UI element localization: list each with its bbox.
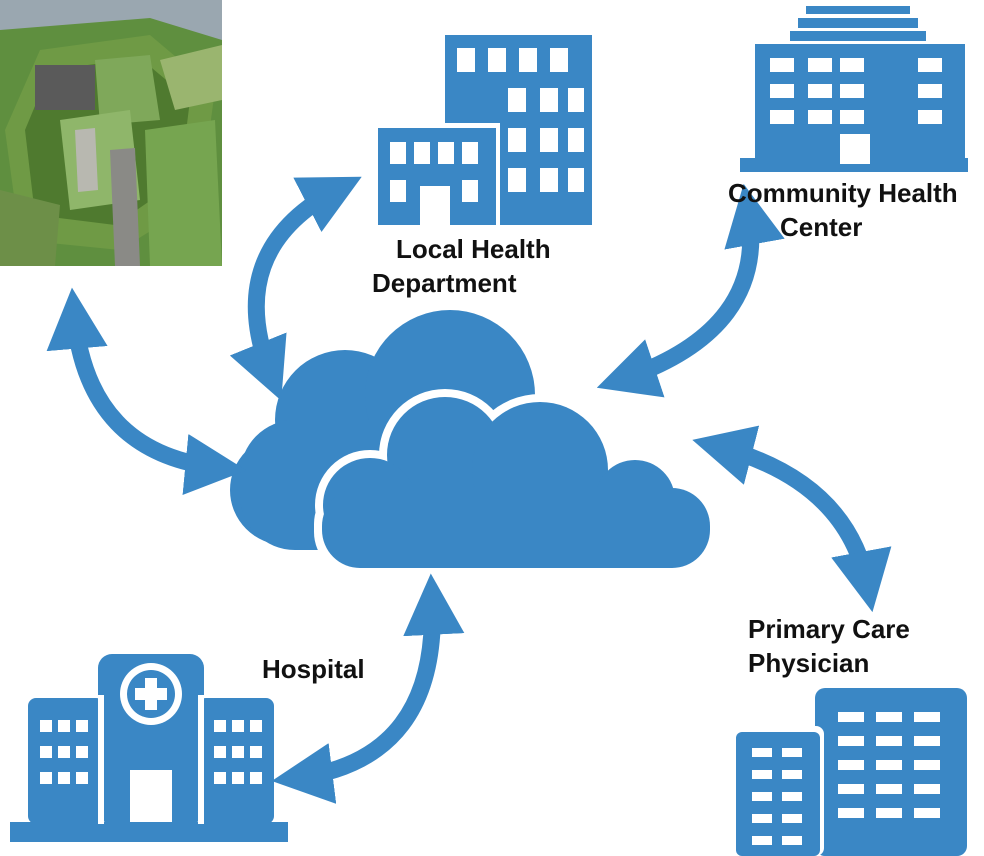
community-health-center-line2: Center: [780, 212, 863, 242]
arrow-primary-care-cloud: [692, 425, 892, 613]
arrow-photo-cloud: [46, 287, 247, 495]
hospital-icon: [10, 654, 288, 842]
community-health-center-label: Community Health Center: [728, 176, 958, 244]
local-health-department-line1: Local Health: [396, 234, 551, 264]
arrow-local-health-cloud: [229, 176, 362, 401]
local-health-department-label: Local Health Department: [372, 232, 551, 300]
cloud-icon: [230, 310, 718, 576]
office-buildings-icon: [372, 35, 592, 227]
office-buildings-icon: [730, 688, 967, 856]
arrow-hospital-cloud: [271, 573, 465, 804]
primary-care-physician-label: Primary Care Physician: [748, 612, 910, 680]
community-health-center-line1: Community Health: [728, 178, 958, 208]
hospital-line1: Hospital: [262, 654, 365, 684]
aerial-fort-photo: [0, 0, 222, 266]
local-health-department-line2: Department: [372, 268, 517, 298]
hospital-label: Hospital: [262, 652, 365, 686]
primary-care-physician-line1: Primary Care: [748, 614, 910, 644]
primary-care-physician-line2: Physician: [748, 648, 870, 678]
building-icon: [740, 6, 968, 172]
arrow-community-health-cloud: [596, 183, 785, 398]
